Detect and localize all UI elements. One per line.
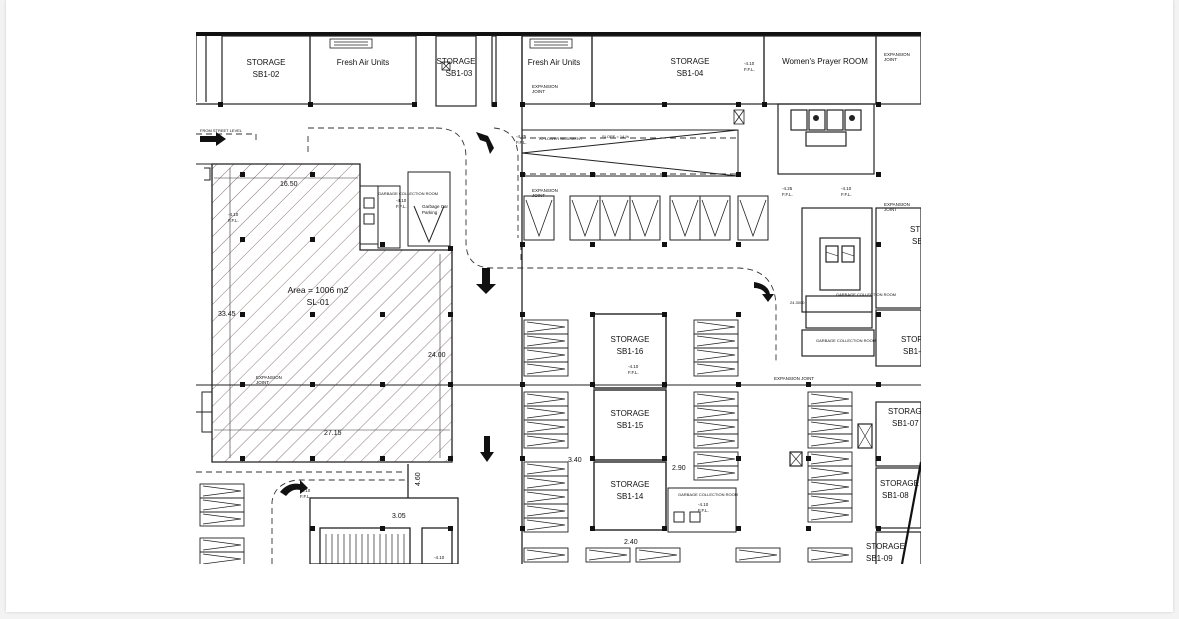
storage-sb1-04-code: SB1-04: [677, 69, 704, 78]
storage-right-mid-code: SB1-: [903, 347, 921, 356]
ffl-tag-8: F.F.L.: [300, 494, 311, 499]
garbage-room-note-2: GARBAGE COLLECTION ROOM: [678, 492, 738, 497]
floor-plan-drawing: STORAGE SB1-02 Fresh Air Units STORAGE S…: [196, 32, 921, 564]
ffl-tag-9: F.F.L.: [698, 508, 709, 513]
level-tag-24: 24.3000: [790, 300, 805, 305]
curved-arrow-icon: [476, 132, 494, 154]
storage-sb1-03-code: SB1-03: [446, 69, 473, 78]
area-label: Area = 1006 m2: [288, 285, 349, 295]
level-tag-425b: -4.25: [782, 186, 793, 191]
dimension-4-60: 4.60: [415, 472, 422, 486]
level-tag: -4.10: [744, 61, 755, 66]
expansion-note-top-1: EXPANSION: [532, 84, 558, 89]
storage-right-mid-label: STOR: [901, 335, 921, 344]
storage-sb1-02-label: STORAGE: [247, 58, 286, 67]
storage-sb1-08-code: SB1-08: [882, 491, 909, 500]
expansion-note-top-2: JOINT: [532, 89, 545, 94]
slope-note: SLOPE = 14 %: [602, 134, 629, 139]
expansion-note-left-2: JOINT: [256, 380, 269, 385]
storage-sb1-04-label: STORAGE: [671, 57, 710, 66]
entry-arrow-icon: [200, 132, 226, 146]
dimension-top: 16.50: [280, 181, 298, 188]
ffl-tag: F.F.L.: [744, 67, 755, 72]
from-street-level-note: FROM STREET LEVEL: [200, 128, 243, 133]
turn-arrow-icon-2: [280, 480, 308, 496]
level-tag-410h: -4.10: [434, 555, 445, 560]
level-tag-410g: -4.10: [698, 502, 709, 507]
level-tag-410f: -4.10: [300, 488, 311, 493]
storage-sb1-15-code: SB1-15: [617, 421, 644, 430]
storage-sb1-07-label: STORAGE: [888, 407, 921, 416]
turn-arrow-icon: [754, 282, 774, 302]
expansion-note-left-1: EXPANSION: [256, 375, 282, 380]
storage-sb1-09-code: SB1-09: [866, 554, 893, 563]
garbage-ramp-label-1: Garbage Car: [422, 204, 449, 209]
storage-sb1-15-label: STORAGE: [611, 409, 650, 418]
to-lower-basement-note: TO LOWER BASEMENT: [538, 136, 583, 141]
storage-sb1-09-label: STORAGE: [866, 542, 905, 551]
expansion-joint-note: EXPANSION JOINT: [774, 376, 814, 381]
down-arrow-icon: [476, 268, 496, 294]
dimension-left: 33.45: [218, 311, 236, 318]
garbage-room-note: GARBAGE COLLECTION ROOM: [378, 191, 438, 196]
storage-sb1-16-code: SB1-16: [617, 347, 644, 356]
storage-sb1-07-code: SB1-07: [892, 419, 919, 428]
garbage-room-note-4: GARBAGE COLLECTION ROOM: [836, 292, 896, 297]
ffl-tag-3: F.F.L.: [782, 192, 793, 197]
dimension-2-40: 2.40: [624, 539, 638, 546]
fresh-air-units-label-2: Fresh Air Units: [528, 58, 580, 67]
area-sl-01: [211, 163, 453, 463]
ffl-tag-7: F.F.L.: [628, 370, 639, 375]
dimension-bottom: 27.15: [324, 430, 342, 437]
level-tag-410e: -4.10: [628, 364, 639, 369]
top-rooms: [196, 35, 921, 175]
storage-sb1-02-code: SB1-02: [253, 70, 280, 79]
storage-sb1-14-label: STORAGE: [611, 480, 650, 489]
fresh-air-units-label: Fresh Air Units: [337, 58, 389, 67]
storage-sb1-08-label: STORAGE: [880, 479, 919, 488]
dimension-3-40: 3.40: [568, 457, 582, 464]
dimension-2-90: 2.90: [672, 465, 686, 472]
area-code: SL-01: [307, 297, 330, 307]
storage-sb1-14-code: SB1-14: [617, 492, 644, 501]
storage-sb1-03-label: STORAGE: [437, 57, 476, 66]
dimension-3-05: 3.05: [392, 513, 406, 520]
floor-plan: STORAGE SB1-02 Fresh Air Units STORAGE S…: [196, 32, 921, 564]
parking-bays-upper: [523, 195, 769, 241]
expansion-note-r-2: JOINT: [884, 207, 897, 212]
garbage-room-note-3: GARBAGE COLLECTION ROOM: [816, 338, 876, 343]
storage-right-top-label: ST: [910, 225, 920, 234]
storage-right-top-code: SB: [912, 237, 921, 246]
structural-columns: [218, 102, 881, 531]
expansion-note-r-1: EXPANSION: [884, 202, 910, 207]
womens-prayer-room-label: Women's Prayer ROOM: [782, 57, 868, 66]
ffl-tag-4: F.F.L.: [841, 192, 852, 197]
expansion-note-mid-1: EXPANSION: [532, 188, 558, 193]
dimension-right: 24.00: [428, 352, 446, 359]
level-tag-410d: -4.10: [396, 198, 407, 203]
down-arrow-icon-2: [480, 436, 494, 462]
level-tag-410b: -4.10: [841, 186, 852, 191]
ffl-tag-6: F.F.L.: [396, 204, 407, 209]
storage-sb1-16-label: STORAGE: [611, 335, 650, 344]
expansion-note-tr-1: EXPANSION: [884, 52, 910, 57]
expansion-note-tr-2: JOINT: [884, 57, 897, 62]
garbage-ramp-label-2: Parking: [422, 210, 438, 215]
